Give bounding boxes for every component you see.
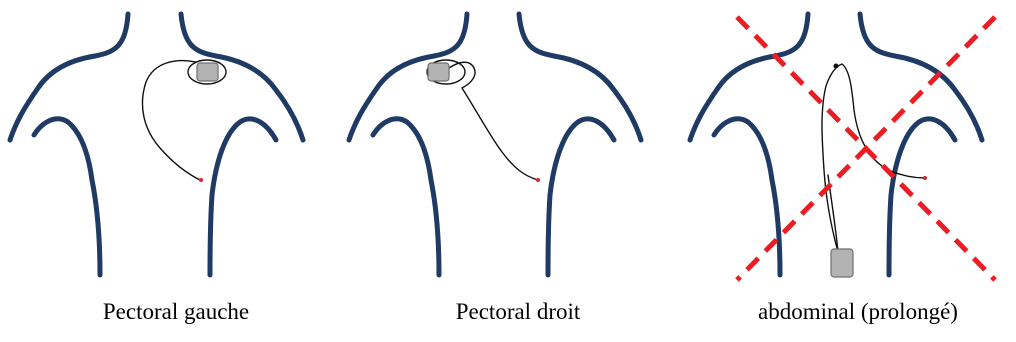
torso-outline	[349, 14, 641, 275]
caption-abdominal: abdominal (prolongé)	[708, 298, 1008, 326]
left-arm-inner	[714, 119, 780, 275]
panel-pectoral-right	[349, 14, 641, 275]
caption-pectoral-left: Pectoral gauche	[26, 298, 326, 326]
left-arm-inner	[34, 119, 100, 275]
pacemaker-device	[197, 63, 218, 81]
caption-pectoral-right: Pectoral droit	[368, 298, 668, 326]
cross-out-mark	[737, 17, 995, 280]
pacemaker-device	[428, 63, 449, 81]
right-arm-inner	[548, 119, 614, 275]
lead-tip	[923, 176, 927, 180]
left-arm-inner	[373, 119, 439, 275]
panel-abdominal	[690, 14, 995, 280]
right-arm-inner	[210, 119, 276, 275]
lead-anchor	[834, 64, 839, 69]
lead-tip	[536, 178, 540, 182]
lead-tip	[199, 178, 203, 182]
right-arm-inner	[889, 119, 955, 275]
panel-pectoral-left	[10, 14, 303, 275]
pacemaker-device	[831, 249, 853, 277]
